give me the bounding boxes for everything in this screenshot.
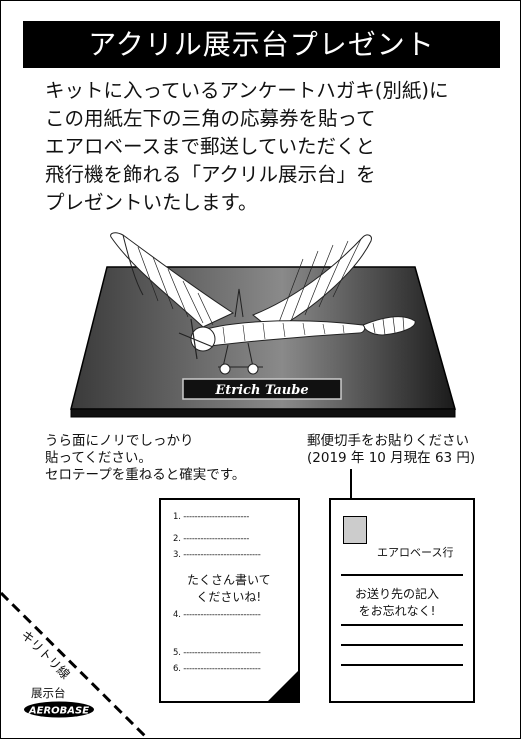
glue-line: うら面にノリでしっかり xyxy=(45,433,194,449)
stamp-line: (2019 年 10 月現在 63 円) xyxy=(307,450,476,466)
stand-label: 展示台 xyxy=(31,686,66,700)
question-line: 3. --------------------------- xyxy=(173,550,261,560)
aerobase-logo: AEROBASE xyxy=(24,701,94,718)
stand-front-edge xyxy=(70,408,456,418)
nameplate-text: Etrich Taube xyxy=(214,383,308,398)
postcard-note-line: をお忘れなく! xyxy=(358,604,436,618)
questionnaire-card: 1. ----------------------- 2. ----------… xyxy=(159,498,300,703)
question-line: 5. --------------------------- xyxy=(173,648,261,658)
postcard: エアロベース行 お送り先の記入 をお忘れなく! xyxy=(329,498,475,703)
stamp-box xyxy=(343,516,367,544)
intro-line: この用紙左下の三角の応募券を貼って xyxy=(45,107,376,130)
address-rule xyxy=(341,664,463,666)
questionnaire-note-line: たくさん書いて xyxy=(187,573,271,587)
display-stand-illustration: Etrich Taube xyxy=(70,232,456,418)
questionnaire-note-line: くださいね! xyxy=(196,590,262,604)
question-line: 4. --------------------------- xyxy=(173,610,261,620)
postcard-note-line: お送り先の記入 xyxy=(355,587,440,601)
intro-text: キットに入っているアンケートハガキ(別紙)に この用紙左下の三角の応募券を貼って… xyxy=(45,77,505,217)
intro-line: エアロベースまで郵送していただくと xyxy=(45,135,375,158)
intro-line: 飛行機を飾れる「アクリル展示台」を xyxy=(45,163,376,186)
postcard-note: お送り先の記入 をお忘れなく! xyxy=(355,586,439,620)
logo-text: AEROBASE xyxy=(28,706,89,717)
address-rule xyxy=(341,624,463,626)
glue-line: 貼ってください。 xyxy=(45,450,152,466)
intro-line: プレゼントいたします。 xyxy=(45,191,258,214)
nameplate-plate xyxy=(182,378,342,400)
stamp-line: 郵便切手をお貼りください xyxy=(307,433,469,449)
glue-line: セロテープを重ねると確実です。 xyxy=(45,467,246,483)
questionnaire-note: たくさん書いて くださいね! xyxy=(187,572,271,606)
cut-line xyxy=(1,591,150,738)
glue-instructions: うら面にノリでしっかり 貼ってください。 セロテープを重ねると確実です。 xyxy=(45,433,245,484)
stamp-instructions: 郵便切手をお貼りください (2019 年 10 月現在 63 円) xyxy=(307,433,475,467)
question-line: 1. ----------------------- xyxy=(173,512,250,522)
intro-line: キットに入っているアンケートハガキ(別紙)に xyxy=(45,79,449,102)
question-line: 2. ----------------------- xyxy=(173,534,250,544)
page-title: アクリル展示台プレゼント xyxy=(23,21,500,68)
address-rule xyxy=(341,574,463,576)
address-label: エアロベース行 xyxy=(377,546,454,559)
entry-coupon-triangle xyxy=(268,671,298,701)
airplane-drawing xyxy=(110,232,416,375)
question-line: 6. --------------------------- xyxy=(173,664,261,674)
address-rule xyxy=(341,644,463,646)
